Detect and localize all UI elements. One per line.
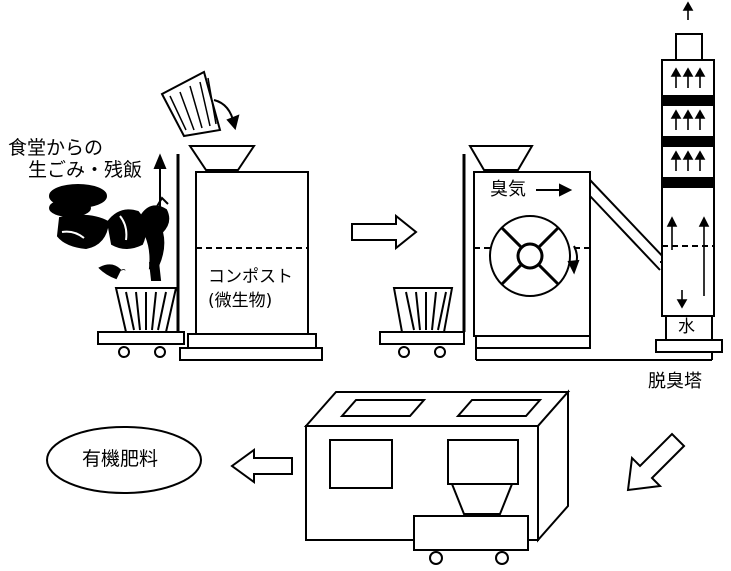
machine-base-rail — [475, 348, 713, 361]
label-compost-line1: コンポスト — [208, 267, 293, 287]
food-waste-pile: ∽ — [49, 184, 170, 281]
label-organic-fertilizer: 有機肥料 — [82, 448, 159, 470]
label-source-line2: 生ごみ・残飯 — [28, 159, 143, 181]
label-source-line1: 食堂からの — [8, 137, 104, 159]
deodorizing-tower-structure — [655, 1, 723, 353]
svg-text:∽: ∽ — [118, 265, 126, 276]
process-arrow-2 — [626, 432, 686, 492]
input-flow-arrow — [153, 153, 167, 208]
label-odor: 臭気 — [490, 179, 526, 200]
label-compost-line2: (微生物) — [208, 291, 273, 311]
label-water: 水 — [678, 317, 695, 337]
process-arrow-1 — [351, 213, 418, 251]
label-deodorizing-tower: 脱臭塔 — [648, 371, 702, 392]
process-arrow-3 — [230, 448, 293, 484]
dumping-bucket — [160, 70, 240, 138]
fermenter-unit — [379, 145, 591, 358]
fertilizer-bubble — [46, 426, 202, 494]
waste-cart — [97, 154, 185, 358]
compost-machine — [179, 145, 323, 361]
packaging-machine — [303, 389, 571, 565]
